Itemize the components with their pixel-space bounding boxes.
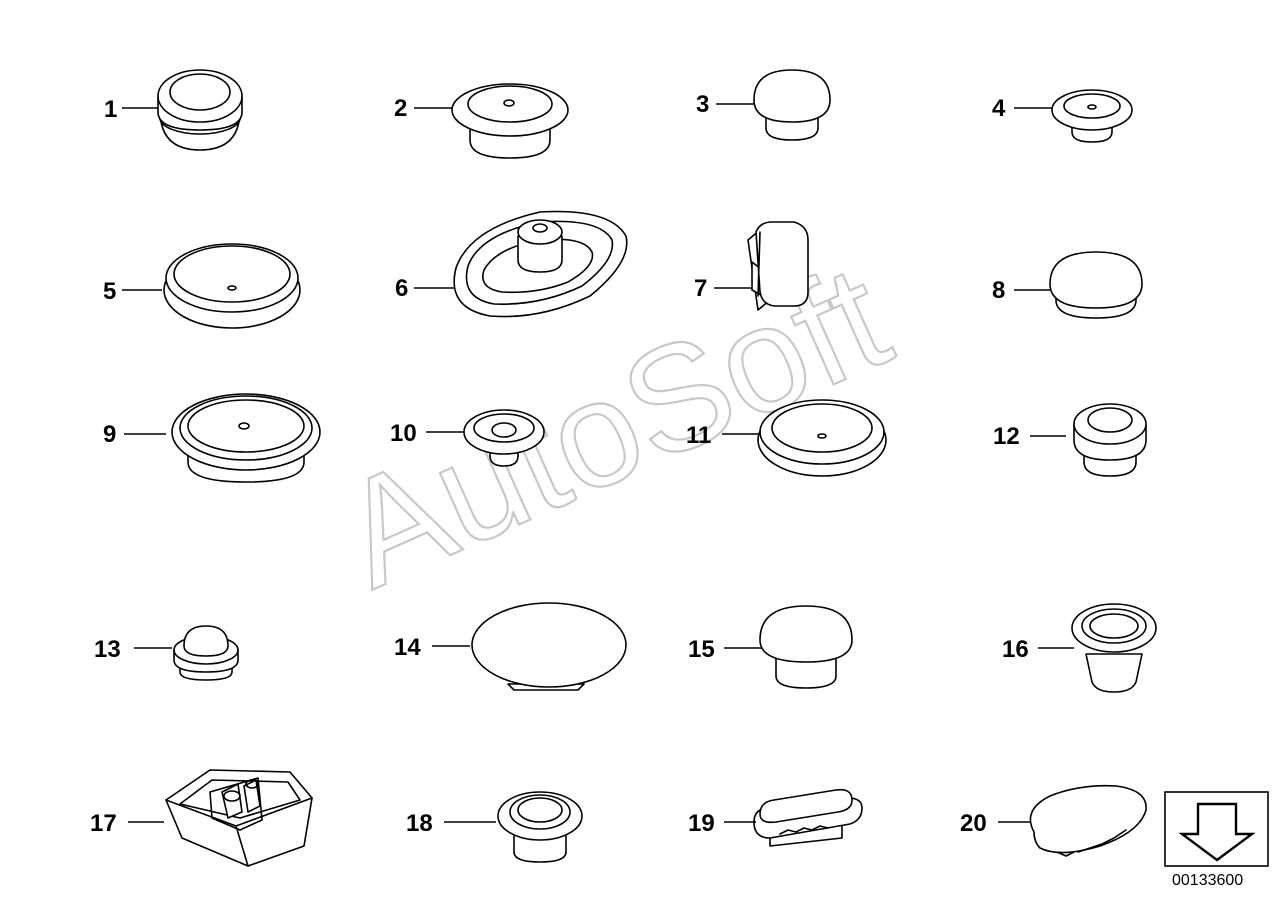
- callout-18: 18: [406, 810, 433, 837]
- part-7: [747, 221, 809, 311]
- part-3: [753, 69, 831, 141]
- callout-4: 4: [992, 95, 1006, 122]
- part-4: [1051, 89, 1133, 143]
- part-2: [451, 83, 569, 159]
- callout-8: 8: [992, 277, 1005, 304]
- part-12: [1073, 403, 1147, 477]
- part-8: [1049, 251, 1143, 319]
- part-13: [173, 625, 239, 681]
- part-16: [1071, 603, 1157, 693]
- diagram-code: 00133600: [1172, 872, 1243, 889]
- callout-20: 20: [960, 810, 987, 837]
- callout-16: 16: [1002, 636, 1029, 663]
- callout-9: 9: [103, 421, 116, 448]
- callout-3: 3: [696, 91, 709, 118]
- callout-13: 13: [94, 636, 121, 663]
- leader-lines: [122, 103, 1074, 823]
- down-arrow-icon: [1178, 802, 1256, 862]
- part-9: [171, 393, 321, 483]
- callout-numbers: 1 2 3 4 5 6 7 8 9 10 11 12 13 14 15 16 1…: [90, 91, 1029, 837]
- part-1: [157, 69, 243, 151]
- callout-6: 6: [395, 275, 408, 302]
- callout-7: 7: [694, 275, 707, 302]
- part-11: [757, 399, 887, 477]
- part-20: [1029, 784, 1147, 857]
- callout-2: 2: [394, 95, 407, 122]
- callout-11: 11: [686, 422, 711, 449]
- callout-14: 14: [394, 634, 421, 661]
- continuation-arrow-box: [1164, 791, 1269, 867]
- part-15: [759, 605, 853, 689]
- callout-19: 19: [688, 810, 715, 837]
- part-5: [163, 243, 301, 329]
- callout-1: 1: [104, 96, 117, 123]
- callout-17: 17: [90, 810, 117, 837]
- callout-12: 12: [993, 423, 1020, 450]
- part-17: [165, 769, 313, 867]
- part-18: [497, 791, 583, 863]
- part-10: [463, 409, 545, 467]
- part-14: [471, 602, 627, 691]
- callout-5: 5: [103, 278, 116, 305]
- part-19: [753, 788, 863, 847]
- part-6: [453, 210, 628, 318]
- callout-15: 15: [688, 636, 715, 663]
- callout-10: 10: [390, 420, 417, 447]
